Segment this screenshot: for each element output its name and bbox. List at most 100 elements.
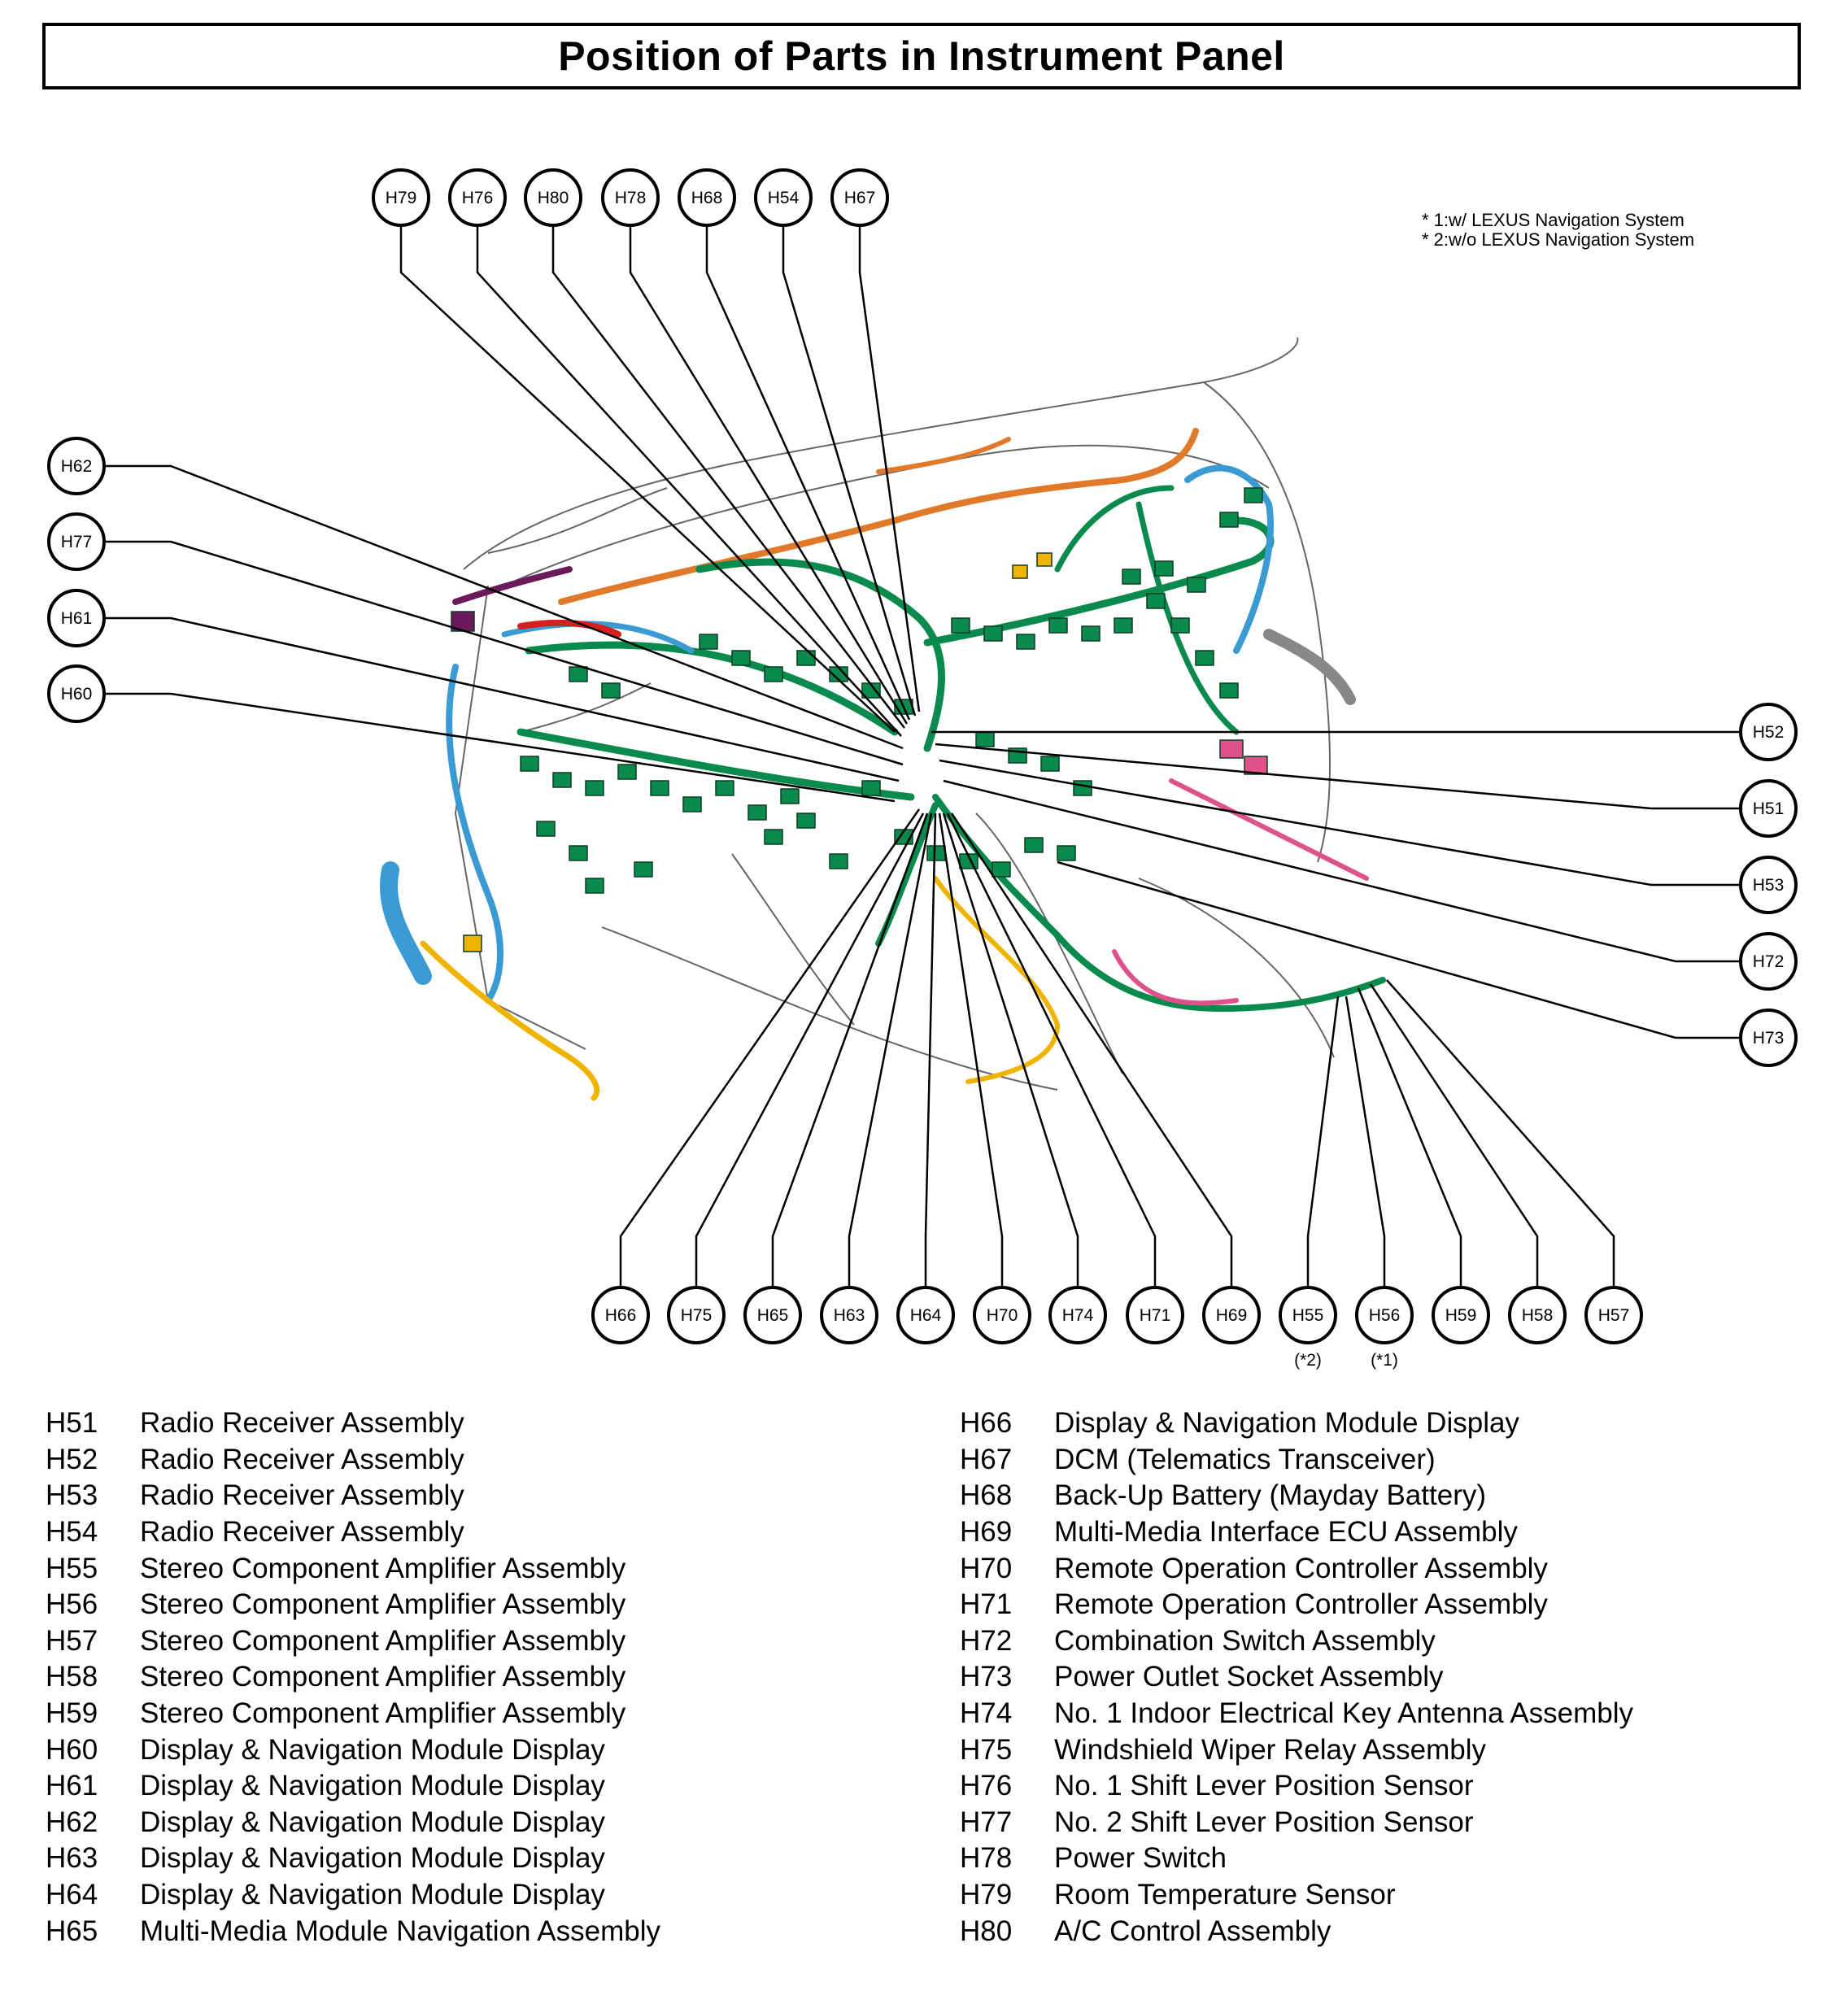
bubble-circle [1739,779,1798,838]
harness-connector [601,682,621,699]
harness-connector [796,812,816,829]
connector-bubble-h65: H65 [743,1286,802,1344]
legend-part-name: Display & Navigation Module Display [140,1770,605,1802]
harness-connector [1024,837,1044,853]
legend-code: H51 [46,1407,98,1440]
note-line-2: * 2:w/o LEXUS Navigation System [1422,229,1695,250]
grey-duct [1263,629,1356,705]
leader-line-h73 [1057,860,1768,1039]
harness-connector [634,861,653,878]
legend-code: H66 [960,1407,1013,1440]
connector-bubble-h54: H54 [754,168,813,227]
orange-harness-branch [876,437,1011,474]
harness-connector [861,780,881,796]
harness-connector [1057,845,1076,861]
legend-part-name: A/C Control Assembly [1054,1915,1332,1947]
note-line-1: * 1:w/ LEXUS Navigation System [1422,210,1685,230]
bubble-circle [47,512,106,571]
harness-connector [764,666,783,682]
connector-label: H72 [1753,952,1785,971]
leader-line-h61 [76,616,900,782]
bubble-circle [1355,1286,1414,1344]
harness-connector [715,780,734,796]
connector-bubble-h77: H77 [47,512,106,571]
connector-bubble-h78: H78 [601,168,660,227]
harness-connector [731,650,751,666]
leader-line-h71 [946,812,1157,1315]
connector-label: H70 [987,1306,1018,1325]
legend-code: H75 [960,1733,1013,1766]
bubble-circle [1739,856,1798,914]
leader-line-h69 [950,812,1233,1315]
connector-bubble-h51: H51 [1739,779,1798,838]
orange-harness [558,428,1199,605]
title-box: Position of Parts in Instrument Panel [42,23,1801,89]
connector-label: H61 [61,609,93,628]
leader-line-h53 [939,759,1768,887]
legend-code: H67 [960,1443,1013,1475]
connector-bubble-h60: H60 [47,664,106,723]
harness-connector [520,756,539,772]
legend-code: H72 [960,1624,1013,1657]
harness-connector [552,772,572,788]
connector-label: H69 [1216,1306,1248,1325]
legend-code: H80 [960,1915,1013,1947]
wire-harness [380,428,1386,1101]
harness-connector [1170,617,1190,634]
connector-label: H52 [1753,723,1785,742]
legend-code: H54 [46,1516,98,1549]
harness-connector [699,634,718,650]
bubble-circle [1126,1286,1184,1344]
leader-line-h54 [782,198,917,717]
connector-label: H78 [615,189,647,207]
bubble-circle [1739,703,1798,761]
bubble-circle [667,1286,726,1344]
harness-connector [585,878,604,894]
legend-code: H77 [960,1806,1013,1838]
blue-harness-right [1184,464,1274,654]
legend-part-name: Back-Up Battery (Mayday Battery) [1054,1479,1486,1512]
harness-connector [617,764,637,780]
connector-label: H76 [462,189,494,207]
connector-bubble-h59: H59 [1432,1286,1490,1344]
connector-label: H55 [1292,1306,1324,1325]
connector-bubble-h74: H74 [1048,1286,1107,1344]
harness-connector [1154,560,1174,577]
page-title: Position of Parts in Instrument Panel [558,33,1285,79]
connector-label: H56 [1369,1306,1401,1325]
bubble-circle [524,168,582,227]
harness-connector [1036,552,1053,567]
legend-part-name: Display & Navigation Module Display [140,1842,605,1875]
harness-connector [1244,487,1263,503]
leader-line-h56 [1345,995,1386,1315]
connector-bubble-h67: H67 [830,168,889,227]
connector-label: H71 [1140,1306,1171,1325]
connector-label: H60 [61,685,93,704]
leader-line-h67 [858,198,921,712]
harness-connector [780,788,800,804]
legend-part-name: No. 1 Indoor Electrical Key Antenna Asse… [1054,1697,1634,1730]
connector-label: H79 [386,189,417,207]
connector-bubble-h56: H56(*1) [1355,1286,1414,1370]
leader-line-h70 [938,812,1004,1315]
leader-line-h63 [848,812,933,1315]
connector-bubble-h52: H52 [1739,703,1798,761]
harness-connector [796,650,816,666]
legend-code: H62 [46,1806,98,1838]
blue-harness [446,664,503,1004]
harness-connector [1195,650,1214,666]
